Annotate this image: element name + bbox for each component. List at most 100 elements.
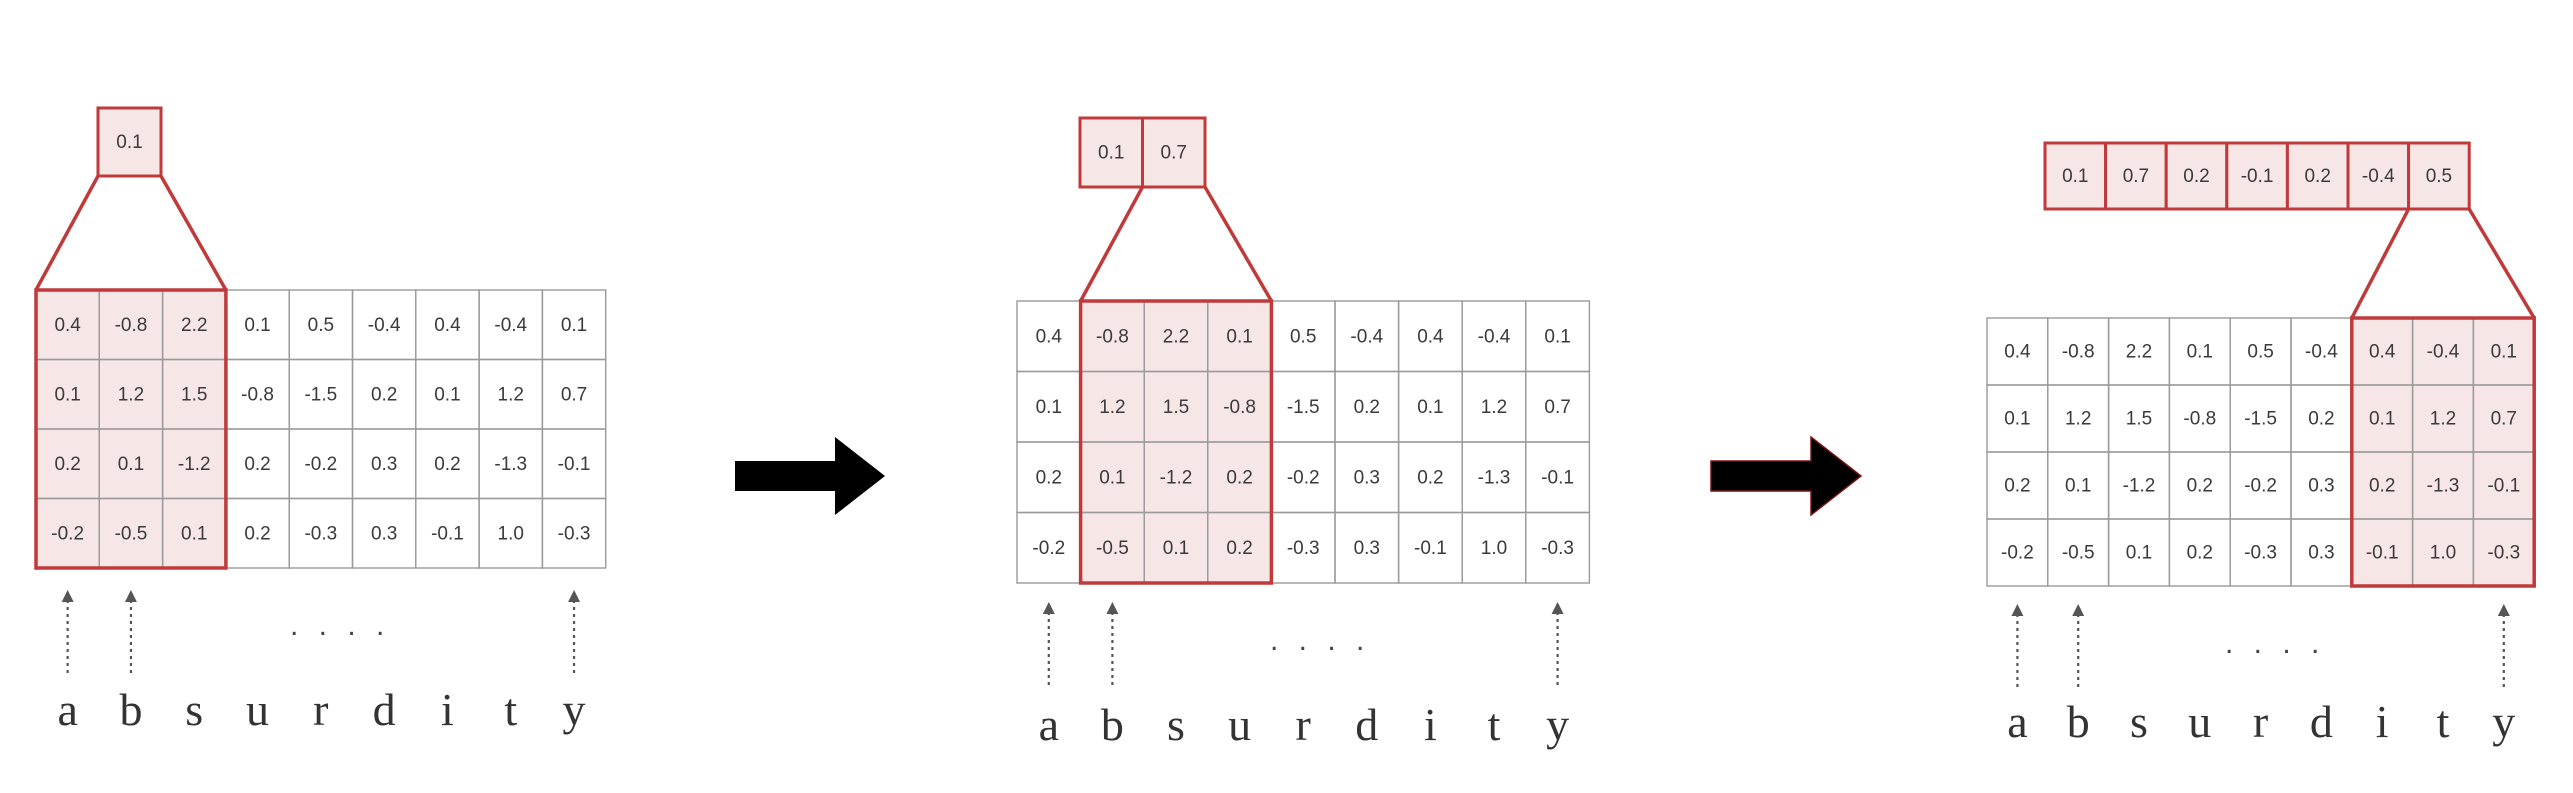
- matrix-cell-value: 0.1: [2004, 409, 2030, 430]
- matrix-cell-value: -0.5: [115, 523, 148, 544]
- matrix-cell-value: -0.8: [1223, 397, 1256, 418]
- matrix-cell-value: -0.8: [115, 315, 148, 336]
- matrix-cell-value: -0.1: [1414, 538, 1447, 559]
- ellipsis: . . . .: [2225, 627, 2325, 660]
- matrix-cell-value: 0.1: [2126, 543, 2152, 564]
- letter-b: b: [2067, 696, 2090, 747]
- funnel-line-right: [1203, 186, 1273, 302]
- letter-b: b: [1101, 699, 1124, 750]
- dotted-up-arrow: [61, 590, 74, 673]
- matrix-cell-value: 1.5: [181, 384, 207, 405]
- matrix-cell-value: 0.1: [434, 384, 460, 405]
- matrix-cell-value: 0.3: [2308, 476, 2334, 497]
- matrix-cell-value: -0.4: [1350, 326, 1383, 347]
- matrix-cell-value: -0.1: [558, 454, 591, 475]
- matrix-cell-value: 2.2: [2126, 342, 2152, 363]
- letter-d: d: [373, 684, 396, 735]
- output-cell: [2225, 141, 2289, 211]
- matrix-cell-value: -1.2: [2123, 476, 2156, 497]
- matrix-cell-value: 1.2: [2065, 409, 2091, 430]
- matrix-cell-value: 0.1: [1099, 467, 1125, 488]
- matrix-cell-value: 1.0: [2430, 543, 2456, 564]
- output-cell: [2104, 141, 2168, 211]
- matrix-cell-value: 0.2: [1226, 467, 1252, 488]
- matrix-cell-value: -0.4: [494, 315, 527, 336]
- matrix-cell-value: 0.4: [434, 315, 461, 336]
- matrix-cell-value: 0.2: [2369, 476, 2395, 497]
- letter-u: u: [1228, 699, 1251, 750]
- matrix-cell-value: -0.8: [2062, 342, 2095, 363]
- matrix-cell-value: 0.2: [54, 454, 80, 475]
- matrix-cell-value: -0.3: [558, 523, 591, 544]
- output-cell: [2407, 141, 2471, 211]
- matrix-cell-value: 0.1: [118, 454, 144, 475]
- output-cell-value: 0.1: [2062, 166, 2088, 187]
- matrix-cell-value: 0.5: [2247, 342, 2273, 363]
- matrix-cell-value: 0.2: [2004, 476, 2030, 497]
- letter-i: i: [2376, 696, 2389, 747]
- matrix-cell-value: 0.2: [1417, 467, 1443, 488]
- matrix-cell-value: 0.1: [2369, 409, 2395, 430]
- ellipsis: . . . .: [1270, 624, 1370, 657]
- funnel-line-right: [2467, 208, 2536, 319]
- matrix-cell-value: 1.2: [498, 384, 524, 405]
- matrix-cell-value: 0.1: [181, 523, 207, 544]
- matrix-cell-value: 1.2: [118, 384, 144, 405]
- matrix-cell-value: -0.3: [2244, 543, 2277, 564]
- step-arrow-icon: [1710, 435, 1863, 517]
- letter-a: a: [57, 684, 77, 735]
- matrix-cell-value: -0.5: [2062, 543, 2095, 564]
- matrix-cell-value: 0.2: [1226, 538, 1252, 559]
- letter-t: t: [2437, 696, 2450, 747]
- matrix-cell-value: 0.5: [308, 315, 334, 336]
- output-cell: [96, 106, 163, 178]
- letter-t: t: [504, 684, 517, 735]
- output-cell-value: 0.2: [2183, 166, 2209, 187]
- matrix-cell-value: -1.3: [1478, 467, 1511, 488]
- funnel-line-left: [34, 175, 100, 291]
- matrix-cell-value: 0.2: [2187, 543, 2213, 564]
- dotted-up-arrow: [568, 590, 581, 673]
- matrix-cell-value: -1.5: [1287, 397, 1320, 418]
- matrix-cell-value: 0.2: [244, 523, 270, 544]
- letter-a: a: [1039, 699, 1059, 750]
- matrix-cell-value: 2.2: [1163, 326, 1189, 347]
- letter-r: r: [1296, 699, 1311, 750]
- matrix-cell-value: 0.4: [2004, 342, 2031, 363]
- matrix-cell-value: 0.7: [2491, 409, 2517, 430]
- matrix-cell-value: 0.2: [434, 454, 460, 475]
- matrix-cell: [541, 497, 607, 569]
- letter-s: s: [2130, 696, 2148, 747]
- matrix-cell-value: 1.2: [1099, 397, 1125, 418]
- matrix-cell-value: -0.4: [1478, 326, 1511, 347]
- matrix-cell-value: 0.1: [2187, 342, 2213, 363]
- matrix-cell-value: 0.3: [2308, 543, 2334, 564]
- dotted-up-arrow: [2011, 604, 2024, 687]
- matrix-cell-value: 1.5: [1163, 397, 1189, 418]
- matrix-cell-value: 0.4: [1036, 326, 1063, 347]
- conv-window: [34, 288, 228, 570]
- conv-window: [1078, 299, 1274, 585]
- letter-b: b: [119, 684, 142, 735]
- letter-y: y: [563, 684, 586, 735]
- matrix-cell-value: -0.4: [2305, 342, 2338, 363]
- matrix-cell-value: 0.1: [1163, 538, 1189, 559]
- matrix-cell-value: 0.2: [2187, 476, 2213, 497]
- matrix-cell-value: 0.3: [1354, 467, 1380, 488]
- matrix-cell-value: -0.5: [1096, 538, 1129, 559]
- output-cell: [2285, 141, 2350, 211]
- matrix-cell-value: 0.1: [1544, 326, 1570, 347]
- matrix-cell-value: -1.5: [304, 384, 337, 405]
- matrix-cell-value: 1.2: [1481, 397, 1507, 418]
- matrix-cell: [1525, 511, 1591, 584]
- matrix-cell-value: 0.4: [2369, 342, 2396, 363]
- matrix-cell-value: -0.2: [1032, 538, 1065, 559]
- matrix-cell-value: 0.1: [1417, 397, 1443, 418]
